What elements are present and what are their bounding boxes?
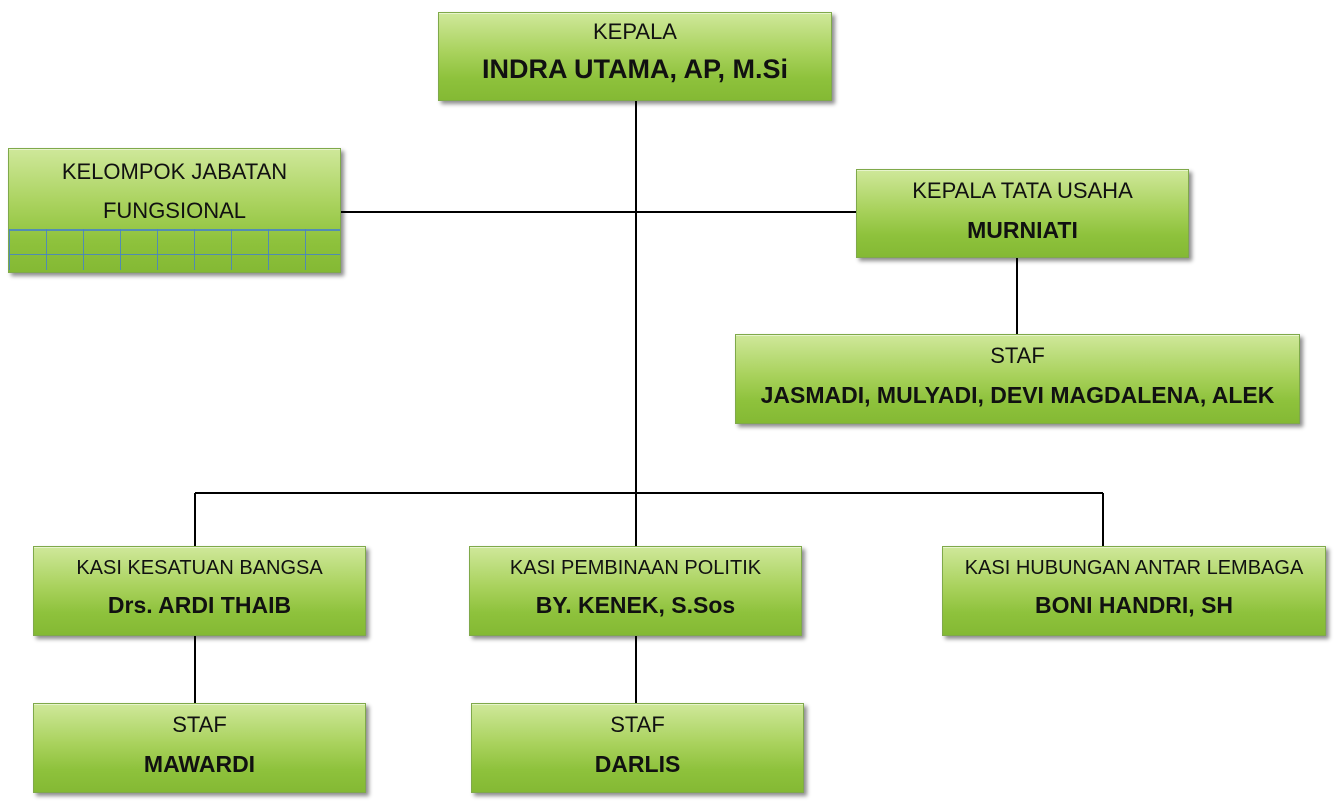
fungsional-line2: FUNGSIONAL bbox=[102, 198, 247, 223]
kasi-pembinaan-role: KASI PEMBINAAN POLITIK bbox=[509, 557, 762, 579]
box-staf-tata-usaha: STAF JASMADI, MULYADI, DEVI MAGDALENA, A… bbox=[735, 334, 1300, 424]
kepala-tu-role: KEPALA TATA USAHA bbox=[912, 178, 1133, 203]
box-kepala-tata-usaha: KEPALA TATA USAHA MURNIATI bbox=[856, 169, 1189, 258]
box-kasi-kesatuan-bangsa: KASI KESATUAN BANGSA Drs. ARDI THAIB bbox=[33, 546, 366, 636]
kasi-hubungan-role: KASI HUBUNGAN ANTAR LEMBAGA bbox=[964, 557, 1304, 579]
box-kasi-hubungan-antar-lembaga: KASI HUBUNGAN ANTAR LEMBAGA BONI HANDRI,… bbox=[942, 546, 1326, 636]
staf-pembinaan-name: DARLIS bbox=[594, 751, 681, 778]
kepala-role: KEPALA bbox=[593, 19, 677, 44]
staf-kesatuan-name: MAWARDI bbox=[143, 751, 256, 778]
staf-tu-name: JASMADI, MULYADI, DEVI MAGDALENA, ALEK bbox=[760, 382, 1275, 409]
staf-pembinaan-role: STAF bbox=[610, 712, 665, 737]
kepala-name: INDRA UTAMA, AP, M.Si bbox=[481, 54, 788, 85]
kasi-kesatuan-role: KASI KESATUAN BANGSA bbox=[76, 557, 323, 579]
kasi-pembinaan-name: BY. KENEK, S.Sos bbox=[535, 592, 736, 618]
box-staf-kesatuan-bangsa: STAF MAWARDI bbox=[33, 703, 366, 793]
box-kelompok-jabatan-fungsional: KELOMPOK JABATAN FUNGSIONAL bbox=[8, 148, 341, 273]
fungsional-grid bbox=[9, 229, 340, 270]
staf-kesatuan-role: STAF bbox=[172, 712, 227, 737]
staf-tu-role: STAF bbox=[990, 343, 1045, 368]
fungsional-line1: KELOMPOK JABATAN bbox=[61, 159, 288, 184]
kasi-kesatuan-name: Drs. ARDI THAIB bbox=[107, 592, 292, 618]
kasi-hubungan-name: BONI HANDRI, SH bbox=[1034, 592, 1234, 618]
kepala-tu-name: MURNIATI bbox=[967, 217, 1078, 244]
box-kepala: KEPALA INDRA UTAMA, AP, M.Si bbox=[438, 12, 832, 101]
box-staf-pembinaan-politik: STAF DARLIS bbox=[471, 703, 804, 793]
box-kasi-pembinaan-politik: KASI PEMBINAAN POLITIK BY. KENEK, S.Sos bbox=[469, 546, 802, 636]
